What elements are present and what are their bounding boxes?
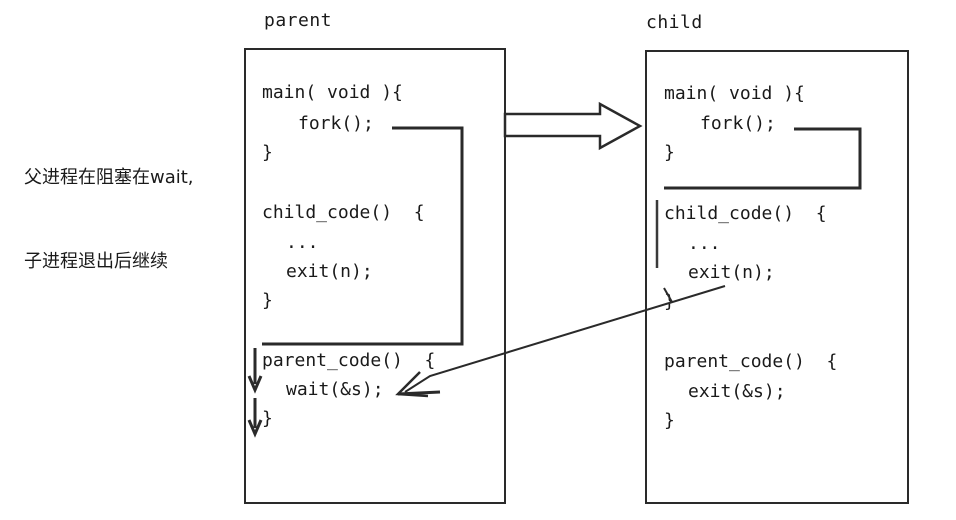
child-fork-line: fork(); — [700, 113, 776, 134]
parent-child-code-close: } — [262, 290, 273, 311]
child-main-close: } — [664, 142, 675, 163]
parent-parent-code-line: parent_code() { — [262, 350, 436, 371]
child-parent-code-line: parent_code() { — [664, 351, 838, 372]
parent-parent-code-close: } — [262, 408, 273, 429]
child-exit-s-line: exit(&s); — [688, 381, 786, 402]
parent-exit-line: exit(n); — [286, 261, 373, 282]
child-title: child — [646, 12, 703, 33]
parent-ellipsis-line: ... — [286, 232, 319, 253]
parent-main-line: main( void ){ — [262, 82, 403, 103]
fork-arrow — [503, 101, 643, 151]
child-ellipsis-line: ... — [688, 233, 721, 254]
parent-wait-line: wait(&s); — [286, 379, 384, 400]
child-child-code-close: } — [664, 291, 675, 312]
annotation-line-2: 子进程退出后继续 — [24, 251, 168, 272]
child-exit-line: exit(n); — [688, 262, 775, 283]
parent-title: parent — [264, 10, 333, 31]
child-process-box — [645, 50, 909, 504]
parent-main-close: } — [262, 142, 273, 163]
annotation-line-1: 父进程在阻塞在wait, — [24, 167, 194, 188]
parent-process-box — [244, 48, 506, 504]
parent-fork-line: fork(); — [298, 113, 374, 134]
child-parent-code-close: } — [664, 410, 675, 431]
child-main-line: main( void ){ — [664, 83, 805, 104]
child-child-code-line: child_code() { — [664, 203, 827, 224]
parent-child-code-line: child_code() { — [262, 202, 425, 223]
annotation-note: 父进程在阻塞在wait, 子进程退出后继续 — [24, 108, 194, 304]
